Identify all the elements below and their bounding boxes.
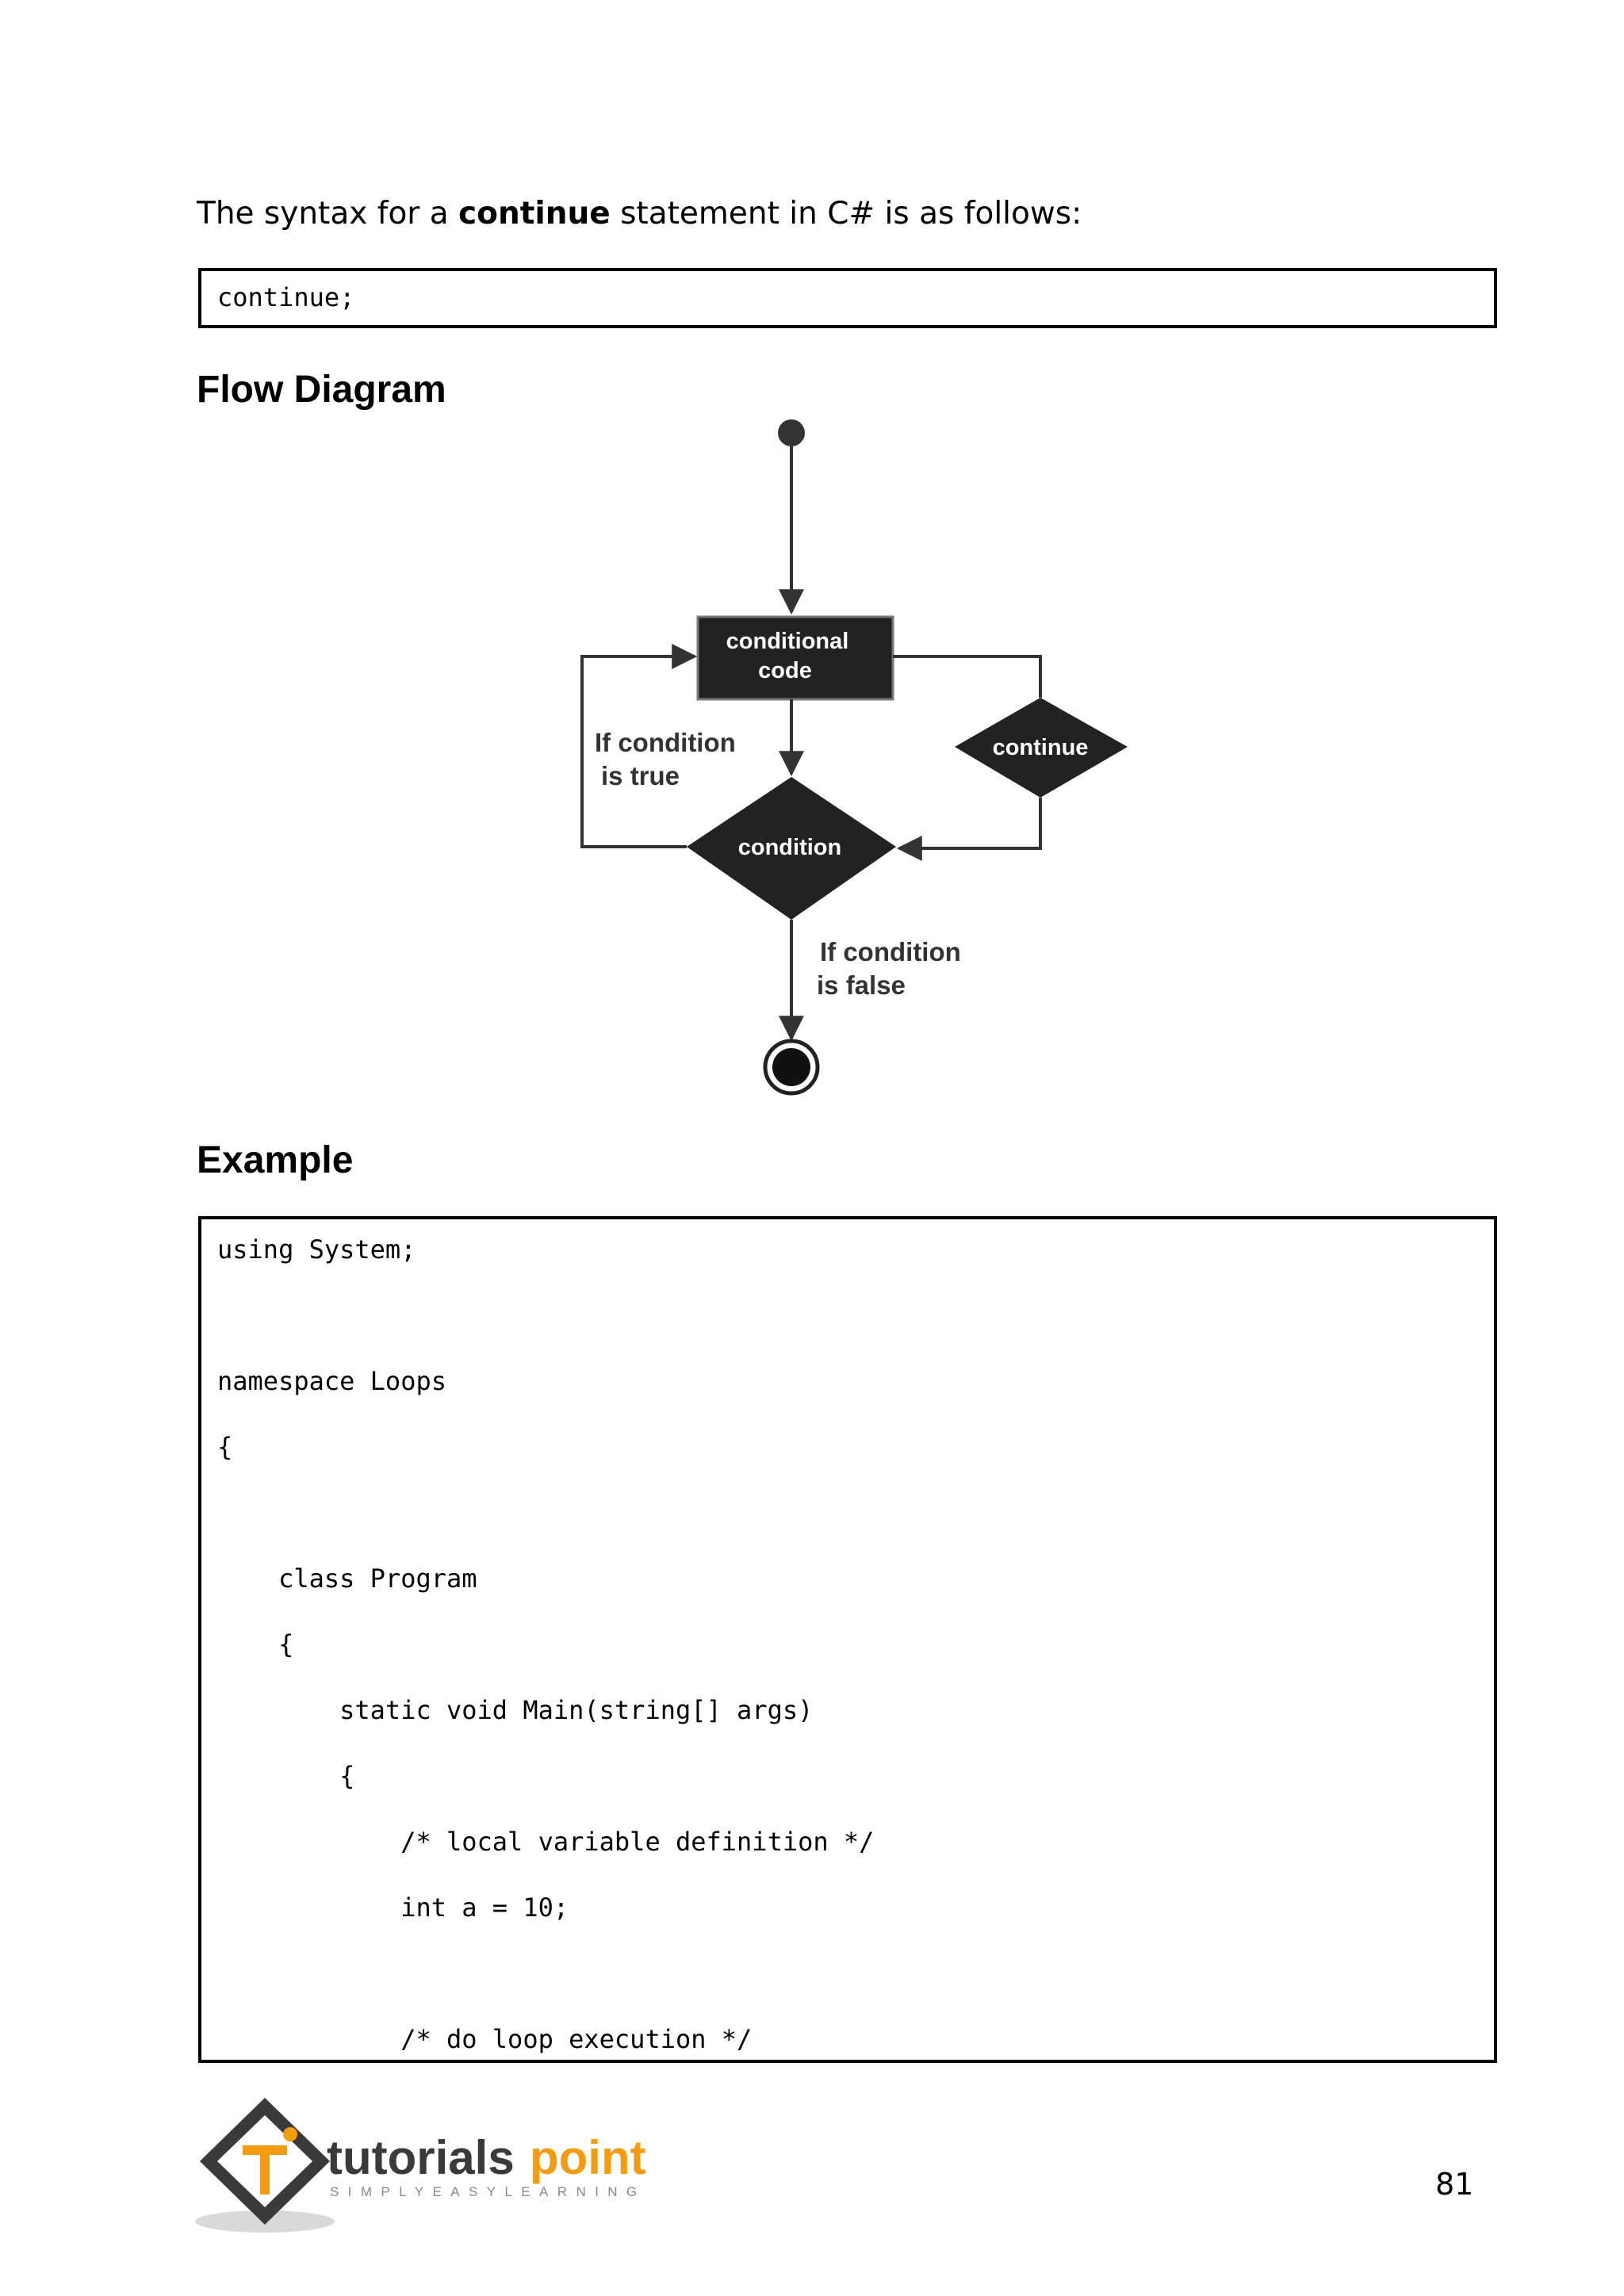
true-branch-label-1: If condition bbox=[595, 728, 736, 757]
example-heading: Example bbox=[197, 1139, 354, 1181]
intro-paragraph: The syntax for a continue statement in C… bbox=[197, 192, 1082, 236]
code-to-continue-line bbox=[893, 655, 1042, 698]
logo-word-point: point bbox=[530, 2131, 646, 2184]
condition-diamond bbox=[687, 777, 896, 920]
page-number: 81 bbox=[1435, 2167, 1474, 2202]
example-code-block: using System; namespace Loops { class Pr… bbox=[198, 1216, 1497, 2063]
code-line-4: { bbox=[217, 1432, 233, 1462]
logo-dot-icon bbox=[283, 2127, 297, 2141]
intro-prefix: The syntax for a bbox=[197, 196, 459, 232]
start-node bbox=[778, 419, 805, 446]
conditional-code-label-1: conditional bbox=[726, 629, 849, 654]
tutorialspoint-logo[interactable]: tutorials point SIMPLYEASYLEARNING bbox=[193, 2093, 653, 2236]
continue-diamond bbox=[955, 698, 1128, 798]
end-node bbox=[772, 1048, 810, 1086]
condition-label: condition bbox=[738, 835, 841, 860]
logo-word-tutorials: tutorials bbox=[327, 2131, 515, 2184]
conditional-code-box bbox=[696, 615, 894, 701]
code-line-13: /* do loop execution */ bbox=[217, 2024, 753, 2054]
conditional-code-label-2: code bbox=[758, 658, 812, 683]
code-line-1: using System; bbox=[217, 1234, 416, 1265]
syntax-code-line: continue; bbox=[217, 282, 355, 312]
code-line-6: class Program bbox=[217, 1563, 477, 1594]
code-line-10: /* local variable definition */ bbox=[217, 1827, 875, 1857]
true-branch-arrow bbox=[580, 644, 698, 848]
flow-diagram-heading: Flow Diagram bbox=[197, 369, 446, 411]
intro-suffix: statement in C# is as follows: bbox=[610, 196, 1082, 232]
code-line-3: namespace Loops bbox=[217, 1366, 446, 1396]
flow-diagram: conditional code condition If condition … bbox=[580, 419, 1128, 1096]
book-icon bbox=[243, 2145, 287, 2195]
false-branch-label-1: If condition bbox=[820, 937, 961, 966]
logo-tagline: SIMPLYEASYLEARNING bbox=[330, 2184, 646, 2199]
true-branch-label-2: is true bbox=[601, 761, 680, 790]
code-line-11: int a = 10; bbox=[217, 1892, 569, 1923]
code-line-9: { bbox=[217, 1761, 355, 1791]
continue-label: continue bbox=[993, 735, 1089, 760]
syntax-code-block: continue; bbox=[198, 268, 1497, 328]
intro-keyword: continue bbox=[458, 196, 611, 232]
false-branch-label-2: is false bbox=[817, 970, 906, 1000]
code-line-7: { bbox=[217, 1629, 294, 1659]
continue-to-condition-arrow bbox=[896, 798, 1042, 861]
code-line-8: static void Main(string[] args) bbox=[217, 1695, 814, 1725]
